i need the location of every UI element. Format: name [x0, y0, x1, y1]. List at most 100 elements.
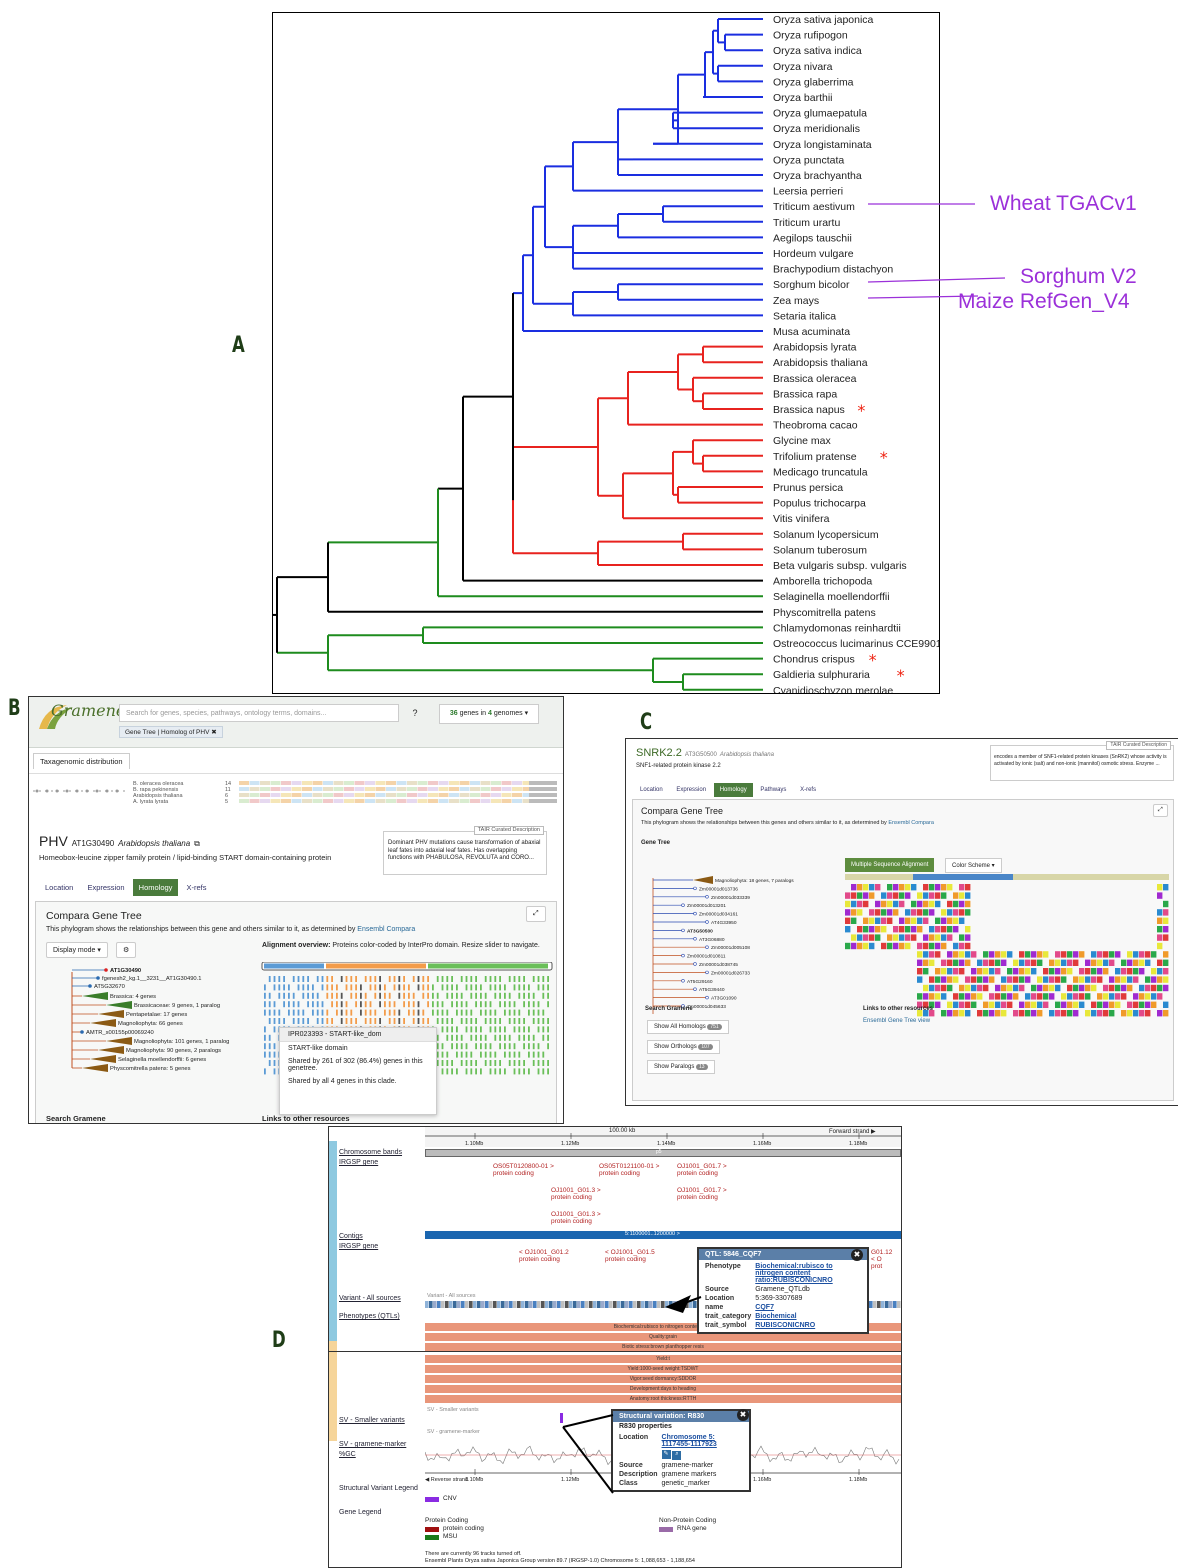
search-input[interactable]: Search for genes, species, pathways, ont…	[119, 704, 399, 722]
tab-pathways[interactable]: Pathways	[760, 787, 787, 793]
show-paralogs-button[interactable]: Show Paralogs 13	[647, 1060, 715, 1074]
tab-xrefs[interactable]: X-refs	[186, 883, 207, 892]
track-label[interactable]: Phenotypes (QTLs)	[339, 1313, 400, 1320]
tree-node[interactable]	[705, 895, 709, 899]
zoom-icon[interactable]: ⌕	[672, 1451, 682, 1460]
tree-node[interactable]	[88, 984, 92, 988]
tab-xrefs[interactable]: X-refs	[800, 787, 817, 793]
msa-residue	[1157, 884, 1163, 891]
track-label[interactable]: IRGSP gene	[339, 1243, 379, 1250]
collapsed-clade[interactable]	[98, 1010, 124, 1018]
qtl-bar[interactable]: Development:days to heading	[425, 1385, 901, 1393]
tree-node[interactable]	[705, 995, 709, 1000]
tree-node[interactable]	[693, 962, 697, 966]
qtl-bar[interactable]: Yield:t	[425, 1355, 901, 1363]
msa-button[interactable]: Multiple Sequence Alignment	[845, 858, 935, 872]
ensembl-compara-link[interactable]: Ensembl Compara	[357, 926, 416, 933]
help-button[interactable]: ?	[412, 708, 418, 718]
collapsed-clade[interactable]	[98, 1046, 124, 1054]
location-link[interactable]: Chromosome 5: 1117455-1117923	[661, 1434, 717, 1448]
tree-node[interactable]	[96, 976, 100, 980]
tree-node[interactable]	[693, 987, 697, 991]
collapsed-clade[interactable]	[90, 1055, 116, 1063]
qtl-bar[interactable]: Biochemical:rubisco to nitrogen content …	[425, 1323, 901, 1331]
msa-residue	[1157, 976, 1163, 983]
tree-node[interactable]	[705, 945, 709, 949]
track-label[interactable]: SV - Smaller variants	[339, 1417, 405, 1424]
track-label[interactable]: Contigs	[339, 1233, 363, 1240]
tab-taxagenomic[interactable]: Taxagenomic distribution	[33, 753, 130, 769]
qtl-bar[interactable]: Biotic stress:brown planthopper resis	[425, 1343, 901, 1351]
msa-residue	[1139, 959, 1145, 966]
tree-node[interactable]	[681, 1004, 685, 1008]
trait-symbol-link[interactable]: RUBISCONICNRO	[755, 1322, 816, 1329]
gear-icon[interactable]: ⚙	[116, 942, 137, 958]
sv-feature[interactable]	[560, 1413, 563, 1423]
external-link-icon[interactable]: ⧉	[194, 839, 200, 848]
msa-residue	[977, 976, 983, 983]
tab-location[interactable]: Location	[45, 883, 74, 892]
species-label: Amborella trichopoda	[773, 576, 872, 588]
ensembl-gene-tree-link[interactable]: Ensembl Gene Tree view	[863, 1018, 931, 1024]
collapsed-clade[interactable]	[82, 1064, 108, 1072]
tree-node[interactable]	[681, 953, 685, 958]
display-mode-dropdown[interactable]: Display mode ▾	[46, 942, 108, 958]
contig-bar[interactable]: 5:1100001..1200000 >	[425, 1231, 901, 1239]
collapsed-clade[interactable]	[82, 992, 108, 1000]
tree-node[interactable]	[693, 937, 697, 941]
collapsed-clade[interactable]	[693, 876, 713, 884]
close-icon[interactable]: ✖	[737, 1409, 749, 1421]
show-orthologs-button[interactable]: Show Orthologs 107	[647, 1040, 720, 1054]
tree-node[interactable]	[80, 1030, 84, 1034]
gene-feature[interactable]: OJ1001_G01.7 >protein coding	[677, 1163, 727, 1178]
trait-category-link[interactable]: Biochemical	[755, 1313, 797, 1320]
tab-homology[interactable]: Homology	[132, 879, 179, 896]
msa-residue	[1139, 968, 1145, 975]
qtl-bar[interactable]: Anatomy:root thickness:RTTH	[425, 1395, 901, 1403]
filter-chip[interactable]: Gene Tree | Homolog of PHV ✖	[119, 726, 223, 738]
collapsed-clade[interactable]	[90, 1019, 116, 1027]
collapsed-clade[interactable]	[106, 1037, 132, 1045]
ensembl-compara-link[interactable]: Ensembl Compara	[888, 820, 934, 826]
qtl-bar[interactable]: Quality:grain	[425, 1333, 901, 1341]
track-label[interactable]: %GC	[339, 1451, 356, 1458]
qtl-bar[interactable]: Vigor:seed dormancy:SDDOR	[425, 1375, 901, 1383]
gene-feature[interactable]: OJ1001_G01.7 >protein coding	[677, 1187, 727, 1202]
tab-expression[interactable]: Expression	[676, 787, 707, 793]
gene-feature[interactable]: OJ1001_G01.3 >protein coding	[551, 1187, 601, 1202]
track-label[interactable]: SV - gramene-marker	[339, 1441, 407, 1448]
expand-icon[interactable]: ⤢	[526, 906, 546, 922]
tree-node[interactable]	[681, 928, 685, 933]
color-scheme-dropdown[interactable]: Color Scheme ▾	[945, 858, 1002, 873]
tab-homology[interactable]: Homology	[713, 783, 753, 797]
qtl-name-link[interactable]: CQF7	[755, 1304, 774, 1311]
tree-node[interactable]	[705, 970, 709, 975]
tree-node[interactable]	[705, 920, 709, 924]
close-icon[interactable]: ✖	[851, 1249, 863, 1261]
tab-location[interactable]: Location	[640, 787, 663, 793]
tree-node[interactable]	[693, 911, 697, 916]
expand-icon[interactable]: ⤢	[1153, 804, 1168, 817]
msa-residue	[1145, 984, 1151, 992]
show-all-homologs-button[interactable]: Show All Homologs 751	[647, 1020, 729, 1034]
track-label[interactable]: IRGSP gene	[339, 1159, 379, 1166]
tree-node[interactable]	[681, 903, 685, 907]
phenotype-link[interactable]: Biochemical:rubisco to nitrogen content …	[755, 1263, 833, 1284]
tree-node[interactable]	[681, 979, 685, 983]
edit-icon[interactable]: ✎	[661, 1450, 671, 1459]
tree-node[interactable]	[693, 886, 697, 891]
qtl-bar[interactable]: Yield:1000-seed weight:TSDWT	[425, 1365, 901, 1373]
gene-feature[interactable]: OS05T0121100-01 >protein coding	[599, 1163, 660, 1178]
track-label[interactable]: Variant - All sources	[339, 1295, 401, 1302]
gene-feature[interactable]: OJ1001_G01.3 >protein coding	[551, 1211, 601, 1226]
collapsed-clade[interactable]	[106, 1001, 132, 1009]
gene-feature[interactable]: OS05T0120800-01 >protein coding	[493, 1163, 554, 1178]
tree-node[interactable]	[104, 968, 108, 972]
genes-genomes-dropdown[interactable]: 36 genes in 4 genomes ▾	[439, 704, 539, 724]
tab-expression[interactable]: Expression	[87, 883, 125, 892]
track-label[interactable]: Chromosome bands	[339, 1149, 403, 1156]
taxa-bar	[480, 781, 491, 785]
